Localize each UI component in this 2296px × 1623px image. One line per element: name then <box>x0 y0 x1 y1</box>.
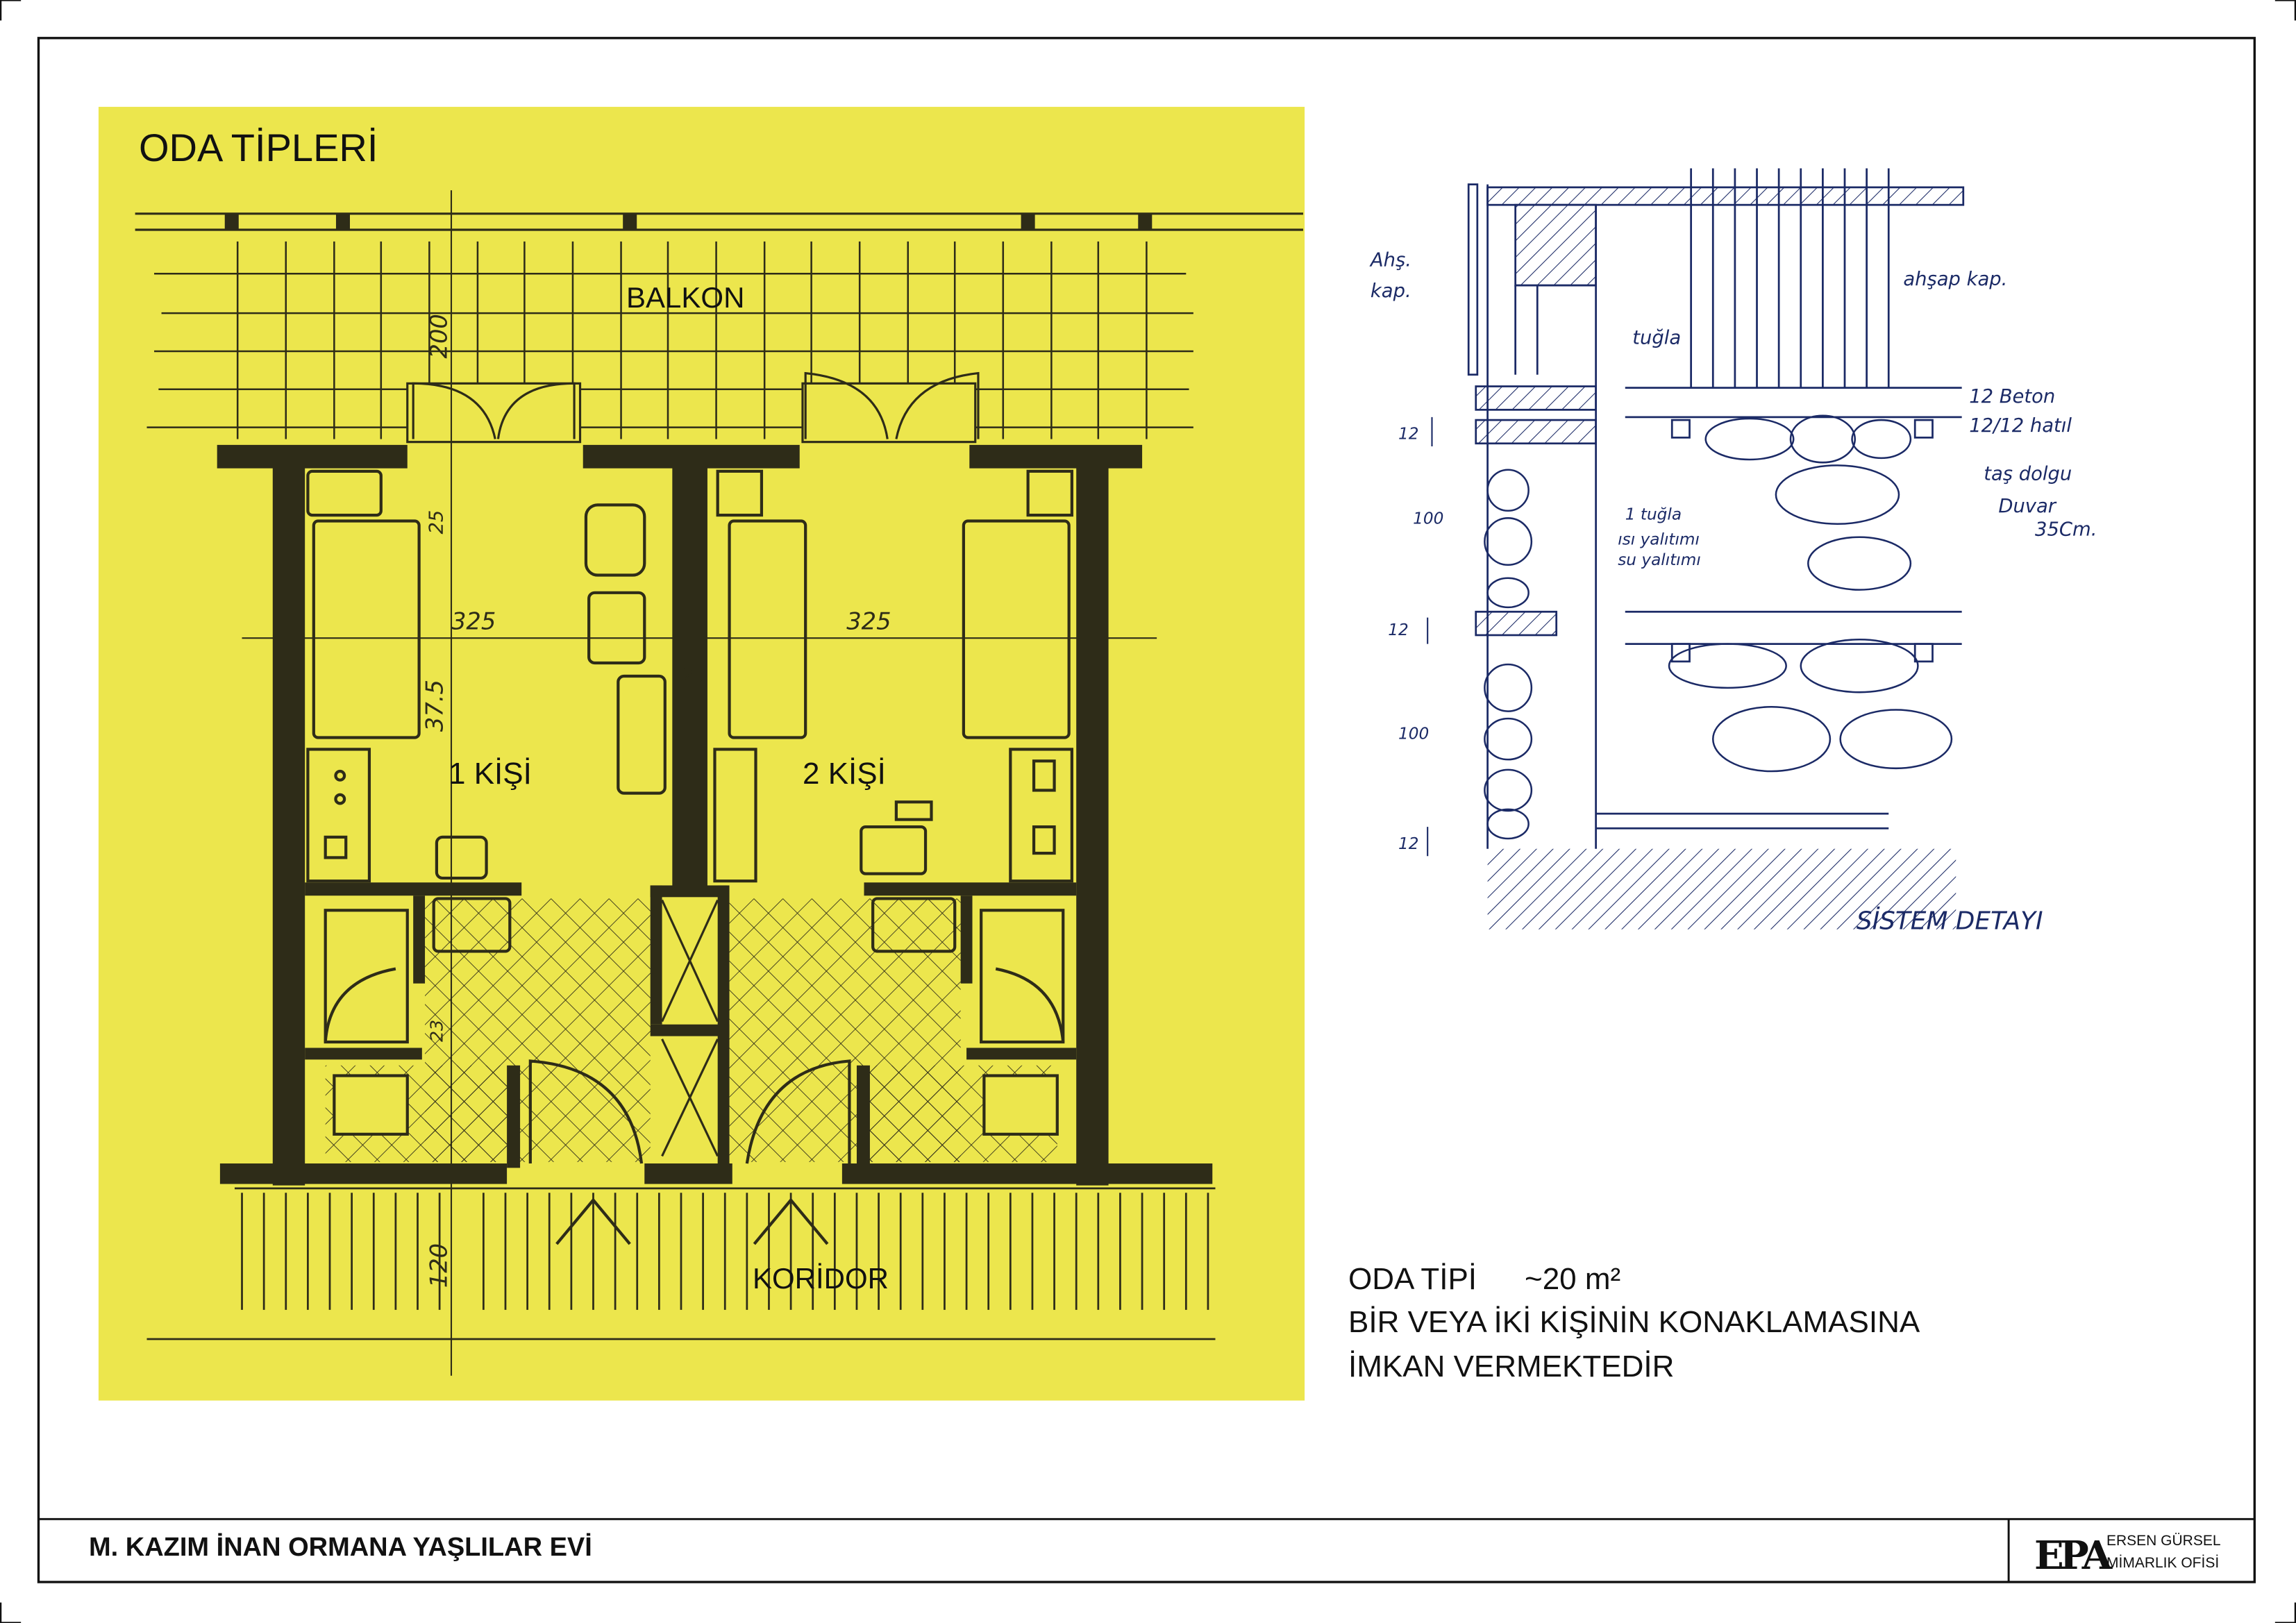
room-2-label: 2 KİŞİ <box>803 757 886 791</box>
label-tugla-2: 1 tuğla <box>1625 505 1682 523</box>
dim-balcony: 200 <box>426 314 453 358</box>
plan-dimensions: 200 25 325 325 37.5 25 120 23 <box>421 314 891 1288</box>
balcony-railing <box>135 212 1303 231</box>
dim-12: 12 <box>1398 424 1419 443</box>
furniture <box>306 469 1073 1164</box>
label-ahsap-kaplama-2: kap. <box>1371 280 1411 302</box>
dim-100: 100 <box>1413 510 1443 528</box>
label-ahsap-kap: ahşap kap. <box>1903 269 2007 290</box>
label-duvar-cm: 35Cm. <box>2035 519 2097 541</box>
label-su-yalitimi: su yalıtımı <box>1618 550 1701 569</box>
corridor-hatch <box>146 1187 1216 1340</box>
dim-12: 12 <box>1388 621 1409 639</box>
room-area: ~20 m² <box>1525 1262 1621 1296</box>
label-hatil: 12/12 hatıl <box>1969 415 2072 437</box>
label-duvar: Duvar <box>1998 496 2056 517</box>
label-beton: 12 Beton <box>1969 386 2055 407</box>
label-isi-yalitimi: ısı yalıtımı <box>1618 530 1700 548</box>
dim-room2-width: 325 <box>846 608 891 635</box>
balcony-doors <box>406 371 980 444</box>
dim-wall: 25 <box>681 665 705 687</box>
dim-100: 100 <box>1398 725 1429 743</box>
stone-infill <box>1484 414 1953 840</box>
balcony-label: BALKON <box>626 281 745 314</box>
office-logo: EPA <box>2034 1533 2112 1579</box>
project-title: M. KAZIM İNAN ORMANA YAŞLILAR EVİ <box>89 1533 592 1562</box>
dimension-lines <box>242 190 1157 1376</box>
dim-bath: 23 <box>426 1020 446 1042</box>
description-line-2: BİR VEYA İKİ KİŞİNİN KONAKLAMASINA <box>1348 1305 1920 1339</box>
label-tas-dolgu: taş dolgu <box>1984 463 2072 485</box>
label-ahsap-kaplama: Ahş. <box>1369 250 1411 271</box>
room-1-label: 1 KİŞİ <box>449 757 532 791</box>
detail-title: SİSTEM DETAYI <box>1857 907 2043 936</box>
description-line-3: İMKAN VERMEKTEDİR <box>1348 1349 1675 1384</box>
corridor-label: KORİDOR <box>753 1262 889 1295</box>
room-type-label: ODA TİPİ <box>1348 1262 1477 1296</box>
system-detail <box>1427 168 1965 930</box>
label-tugla: tuğla <box>1632 327 1681 348</box>
detail-annotations: Ahş. kap. tuğla ahşap kap. 12 Beton 12/1… <box>1369 250 2097 936</box>
dim-12: 12 <box>1398 834 1419 853</box>
office-name-line-2: MİMARLIK OFİSİ <box>2106 1555 2220 1571</box>
sheet-heading: ODA TİPLERİ <box>139 126 378 169</box>
floor-plan <box>135 190 1303 1376</box>
dim-door: 25 <box>426 510 447 535</box>
office-name-line-1: ERSEN GÜRSEL <box>2106 1533 2221 1549</box>
dim-corridor: 120 <box>426 1243 453 1288</box>
dim-depth: 37.5 <box>421 680 448 732</box>
dim-room1-width: 325 <box>451 608 496 635</box>
balcony-tiles <box>146 241 1193 439</box>
